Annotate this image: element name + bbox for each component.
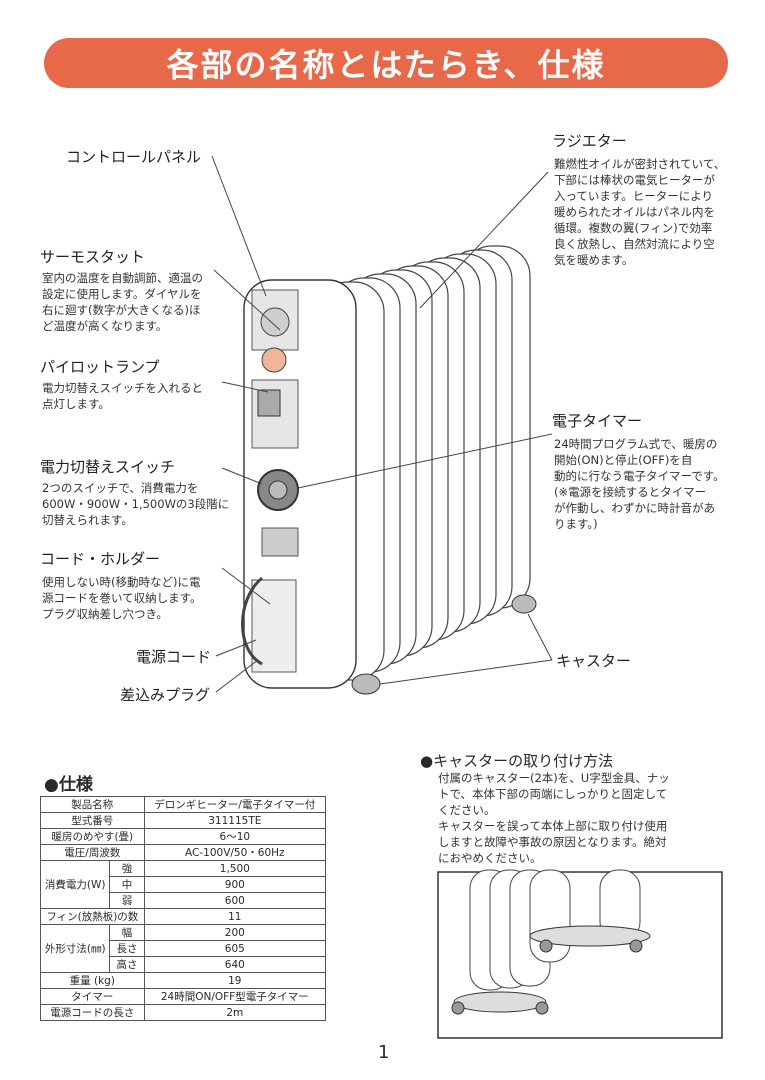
page-number: 1: [378, 1042, 390, 1063]
power-switch-label: 電力切替えスイッチ: [40, 458, 176, 476]
cord-holder-desc: 使用しない時(移動時など)に電 源コードを巻いて収納します。 プラグ収納差し穴つ…: [42, 575, 202, 621]
vent-grille: [261, 527, 299, 557]
power-cord-label: 電源コード: [136, 648, 212, 666]
plug-label: 差込みプラグ: [120, 686, 211, 704]
caster-install-desc: 付属のキャスター(2本)を、U字型金具、ナッ トで、本体下部の両端にしっかりと固…: [438, 771, 670, 865]
table-row: 弱 600: [41, 892, 327, 909]
radiator-desc: 難燃性オイルが密封されていて、 下部には棒状の電気ヒーターが 入っています。ヒー…: [554, 157, 726, 267]
table-row: 暖房のめやす(畳) 6〜10: [40, 828, 327, 845]
table-row: 重量 (kg) 19: [40, 972, 327, 989]
spec-table: 製品名称 デロンギヒーター/電子タイマー付 型式番号 311115TE 暖房のめ…: [39, 796, 327, 1021]
pilot-lamp-icon: [261, 347, 287, 373]
thermostat-label: サーモスタット: [40, 248, 146, 266]
cord-holder-label: コード・ホルダー: [40, 550, 161, 568]
table-row: フィン(放熱板)の数 11: [40, 908, 327, 925]
pilot-lamp-desc: 電力切替えスイッチを入れると 点灯します。: [42, 381, 203, 411]
thermostat-dial-icon: [260, 307, 290, 337]
spec-title: ●仕様: [44, 775, 93, 795]
caster-front-icon: [351, 673, 381, 695]
caster-install-illustration: [437, 869, 723, 1039]
radiator-label: ラジエター: [552, 132, 627, 150]
timer-desc: 24時間プログラム式で、暖房の 開始(ON)と停止(OFF)を自 動的に行なう電…: [554, 437, 725, 531]
table-row: 消費電力(W) 強 1,500: [39, 860, 327, 909]
thermostat-desc: 室内の温度を自動調節、適温の 設定に使用します。ダイヤルを 右に廻す(数字が大き…: [42, 271, 203, 333]
table-row: 型式番号 311115TE: [40, 812, 327, 829]
pilot-lamp-label: パイロットランプ: [40, 358, 160, 376]
table-row: 電圧/周波数 AC-100V/50・60Hz: [40, 844, 327, 861]
table-row: タイマー 24時間ON/OFF型電子タイマー: [40, 988, 327, 1005]
switch-icon: [257, 389, 281, 417]
control-panel-label: コントロールパネル: [66, 148, 202, 166]
table-row: 電源コードの長さ 2m: [40, 1004, 327, 1021]
cord-holder: [251, 579, 297, 673]
power-switch-desc: 2つのスイッチで、消費電力を 600W・900W・1,500Wの3段階に 切替え…: [42, 481, 230, 527]
caster-label: キャスター: [556, 652, 632, 670]
timer-label: 電子タイマー: [552, 412, 643, 430]
caster-install-title: ●キャスターの取り付け方法: [420, 752, 614, 770]
table-row: 外形寸法(㎜) 幅 200: [39, 924, 327, 973]
page-title: 各部の名称とはたらき、仕様: [44, 38, 728, 88]
table-row: 製品名称 デロンギヒーター/電子タイマー付: [40, 796, 327, 813]
caster-rear-icon: [511, 594, 537, 614]
